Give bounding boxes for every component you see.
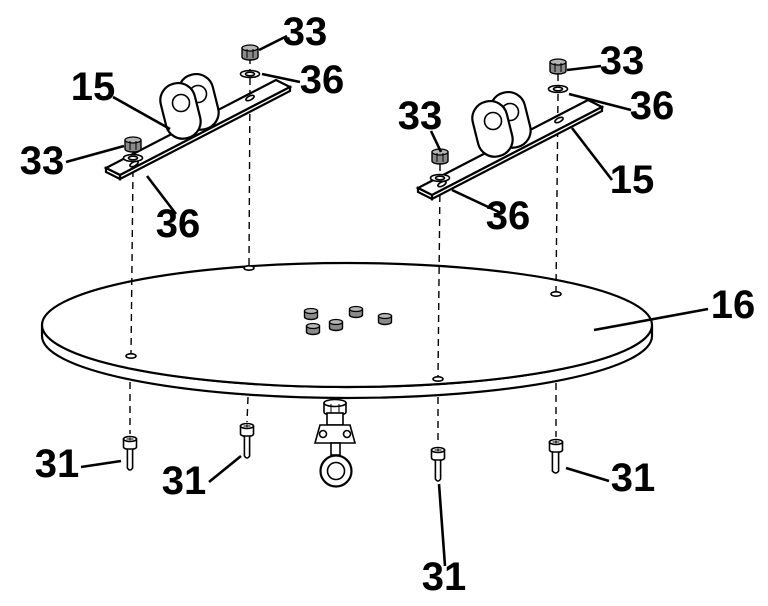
callout-33-right: 33 <box>600 39 645 83</box>
swivel-clevis <box>313 424 357 444</box>
small-nut <box>348 305 364 319</box>
leader-16 <box>593 307 709 332</box>
callout-31-b: 31 <box>162 459 207 503</box>
leader-31-b <box>208 454 242 484</box>
leader-33-right <box>566 64 602 72</box>
leader-31-a <box>80 459 122 469</box>
callout-31-c: 31 <box>611 456 656 500</box>
small-nut <box>328 318 344 332</box>
callout-31-a: 31 <box>35 442 80 486</box>
leader-lines <box>65 34 709 567</box>
small-nut <box>303 307 319 321</box>
leader-36-right <box>568 92 632 112</box>
callout-36-right: 36 <box>630 84 675 128</box>
washer-left <box>122 153 144 163</box>
leader-36-left <box>145 175 178 215</box>
center-nuts <box>303 305 393 336</box>
callout-31-d: 31 <box>422 555 467 599</box>
callout-33-top: 33 <box>283 10 328 54</box>
swivel-post <box>326 412 344 426</box>
bar-hole <box>245 94 255 102</box>
nut-top-left <box>241 44 259 61</box>
leader-15-right <box>570 127 614 181</box>
disc-top-surface <box>40 261 654 389</box>
callout-15-left: 15 <box>71 65 116 109</box>
screw-2 <box>239 422 255 459</box>
bracket-assembly-right <box>415 90 605 201</box>
hinge-hole-front <box>483 111 503 131</box>
disc-hole <box>125 352 137 359</box>
leader-33-mid <box>429 130 443 153</box>
disc-hole <box>432 375 444 382</box>
bracket-assembly-left <box>103 72 293 181</box>
washer-top-left <box>239 69 261 79</box>
swivel-hook-assembly <box>313 398 357 488</box>
disc-hole <box>243 264 255 271</box>
callout-16: 16 <box>711 283 756 327</box>
hook-ring-inner <box>326 461 346 481</box>
guide-line <box>246 396 249 423</box>
callout-labels: 33 36 15 33 36 33 33 36 15 36 16 31 31 3… <box>20 10 756 599</box>
leader-31-c <box>565 466 610 483</box>
bracket-bar-endcap <box>416 186 434 201</box>
guide-line <box>437 182 441 377</box>
clevis-bolt <box>318 429 328 439</box>
leader-31-d <box>437 483 447 567</box>
leader-33-top <box>258 34 288 52</box>
leader-36-top <box>261 72 301 84</box>
screw-3 <box>430 446 446 482</box>
callout-33-mid: 33 <box>398 94 443 138</box>
leader-33-left <box>65 144 125 164</box>
guide-line <box>130 169 134 355</box>
callout-36-left: 36 <box>156 202 201 246</box>
bar-hole <box>554 116 564 124</box>
callout-36-mid: 36 <box>486 194 531 238</box>
callout-36-top: 36 <box>300 58 345 102</box>
disc-hole <box>550 290 562 297</box>
washer-top-right <box>547 84 569 94</box>
leader-36-mid <box>451 188 502 215</box>
hook-shank <box>330 442 341 456</box>
screw-1 <box>122 435 138 471</box>
callout-33-left: 33 <box>20 139 65 183</box>
callout-15-right: 15 <box>610 158 655 202</box>
nut-top-right <box>549 58 567 75</box>
clevis-bolt <box>342 429 352 439</box>
screw-4 <box>548 438 564 474</box>
hinge-hole-front <box>171 93 191 113</box>
small-nut <box>377 312 393 326</box>
small-nut <box>305 322 321 336</box>
guide-line <box>555 93 559 292</box>
leader-15-left <box>112 95 171 131</box>
nut-left <box>124 136 142 153</box>
base-plate-disc <box>40 261 654 400</box>
bracket-bar-endcap <box>104 166 122 181</box>
washer-mid <box>429 173 451 183</box>
